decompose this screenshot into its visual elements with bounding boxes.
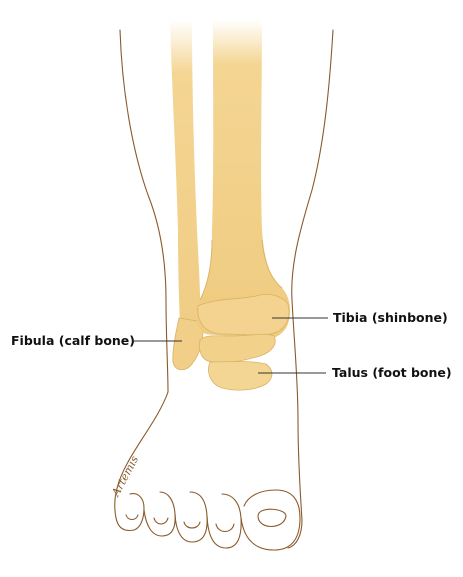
- tibia-shaft: [196, 20, 291, 340]
- fibula-shaft: [170, 20, 201, 322]
- tibia-bone: [196, 20, 291, 340]
- fibula-bone: [170, 20, 204, 371]
- leader-lines: [134, 317, 328, 374]
- tibia-contour: [199, 239, 283, 301]
- leg-left-edge: [114, 29, 169, 519]
- talus-head: [208, 361, 273, 391]
- tibia-label: Tibia (shinbone): [333, 310, 448, 325]
- toe-1: [115, 493, 145, 532]
- talus-body: [199, 333, 276, 363]
- toe-4: [206, 493, 242, 549]
- tibia-distal-end: [197, 294, 290, 336]
- toe-2-nail: [153, 517, 169, 525]
- toe-4-nail: [215, 523, 235, 533]
- talus-label: Talus (foot bone): [332, 365, 452, 380]
- toe-2: [143, 491, 176, 537]
- toe-3-nail: [183, 521, 201, 529]
- big-toe: [240, 489, 301, 551]
- leg-outline: [114, 29, 334, 549]
- big-toe-nail: [257, 508, 287, 528]
- artist-signature: Artemis: [109, 453, 142, 499]
- fibula-label: Fibula (calf bone): [11, 333, 135, 348]
- leg-right-edge: [287, 29, 334, 549]
- toe-1-nail: [125, 514, 139, 521]
- talus-bone: [199, 333, 276, 391]
- toe-3: [174, 491, 208, 543]
- toes: [115, 489, 301, 551]
